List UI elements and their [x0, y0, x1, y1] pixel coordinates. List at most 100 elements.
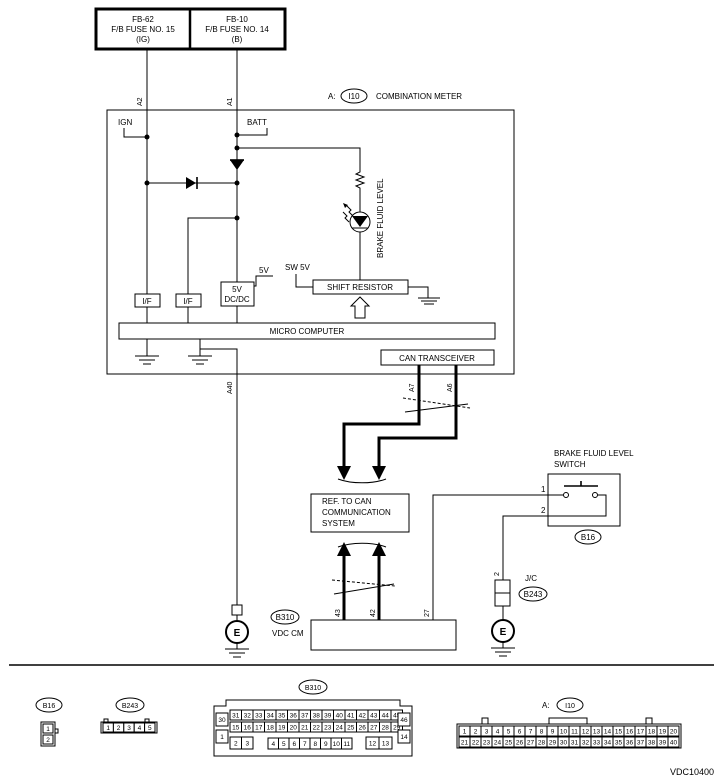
i10-pin-32: 32: [582, 739, 590, 746]
b310-pin-9: 9: [324, 741, 328, 748]
legend-i10-label: I10: [565, 703, 575, 710]
i10-pin-27: 27: [527, 739, 535, 746]
b310-pin-38: 38: [313, 712, 321, 719]
i10-pin-28: 28: [538, 739, 546, 746]
fuse-fb62-note: (IG): [136, 35, 150, 44]
pin-1-label: 1: [541, 485, 546, 494]
legend-i10-ellipse: [556, 697, 584, 713]
interface-label-2: I/F: [183, 297, 192, 306]
i10-pin-38: 38: [648, 739, 656, 746]
i10-pin-21: 21: [461, 739, 469, 746]
pin-43-label: 43: [335, 609, 342, 617]
b310-pin-1-cell: [215, 729, 229, 744]
i10-pin-40: 40: [670, 739, 678, 746]
legend-b16-label: B16: [43, 703, 56, 710]
connector-i10-ellipse: [340, 88, 368, 104]
i10-pin-26: 26: [516, 739, 524, 746]
b310-pin-11-cell: [341, 737, 353, 750]
ref-can-label-3: SYSTEM: [322, 519, 355, 528]
b310-pin-46-cell: [397, 712, 411, 727]
i10-pin-37: 37: [637, 739, 645, 746]
b310-pin-11: 11: [343, 741, 350, 748]
b310-pin-13: 13: [382, 740, 390, 747]
i10-pin-4: 4: [496, 728, 500, 735]
vdc-cm-label: VDC CM: [272, 629, 304, 638]
meter-prefix: A:: [328, 92, 336, 101]
b310-pin-8: 8: [313, 741, 317, 748]
b310-pin-40: 40: [336, 712, 344, 719]
pin-a7-label: A7: [409, 383, 416, 392]
b243-pin-5: 5: [148, 725, 152, 732]
fuse-fb10-name: FB-10: [226, 15, 248, 24]
b310-pin-13-cell: [378, 736, 393, 750]
b310-pin-42: 42: [359, 712, 367, 719]
i10-pin-40-cell: [667, 736, 680, 748]
b310-pin-14-cell: [397, 729, 411, 744]
diode-ign-icon: [186, 177, 196, 189]
i10-pin-2: 2: [474, 728, 478, 735]
legend-b243-ellipse: [115, 697, 145, 713]
b310-pin-29-cell: [390, 721, 403, 733]
b310-pin-19: 19: [278, 724, 286, 731]
i10-pin-19: 19: [659, 728, 667, 735]
b310-pin-20: 20: [290, 724, 298, 731]
b310-pin-21: 21: [301, 724, 309, 731]
bfl-switch-label-2: SWITCH: [554, 460, 586, 469]
b310-pin-31: 31: [232, 712, 240, 719]
pin-2-label: 2: [541, 506, 546, 515]
b310-pin-36: 36: [290, 712, 298, 719]
i10-pin-5: 5: [507, 728, 511, 735]
b310-pin-4: 4: [271, 741, 275, 748]
v5-label: 5V: [259, 266, 269, 275]
micro-computer-label: MICRO COMPUTER: [270, 327, 345, 336]
b310-pin-43: 43: [370, 712, 378, 719]
b310-pin-41: 41: [347, 712, 355, 719]
sw5v-label: SW 5V: [285, 263, 311, 272]
fuse-fb10-desc: F/B FUSE NO. 14: [205, 25, 269, 34]
b310-pin-34: 34: [267, 712, 275, 719]
b310-pin-33: 33: [255, 712, 263, 719]
i10-pin-34: 34: [604, 739, 612, 746]
ref-can-label-1: REF. TO CAN: [322, 497, 372, 506]
ground-e-label-1: E: [234, 628, 241, 639]
b310-pin-28: 28: [382, 724, 390, 731]
vdc-cm-box: [310, 619, 457, 651]
b310-pin-29: 29: [393, 724, 401, 731]
b310-pin-17: 17: [255, 724, 263, 731]
b310-pin-6: 6: [292, 741, 296, 748]
meter-title: COMBINATION METER: [376, 92, 462, 101]
legend-b16-ellipse: [35, 697, 63, 713]
ign-label: IGN: [118, 118, 132, 127]
pin-a2-label: A2: [137, 97, 144, 106]
b310-pin-7: 7: [303, 741, 307, 748]
i10-pin-33: 33: [593, 739, 601, 746]
b243-pin-4: 4: [138, 725, 142, 732]
i10-pin-25: 25: [505, 739, 513, 746]
connector-b310-ellipse: [270, 609, 300, 625]
b310-pin-46: 46: [400, 717, 408, 724]
combination-meter-box: [106, 109, 515, 375]
i10-pin-14: 14: [604, 728, 612, 735]
i10-pin-12: 12: [582, 728, 590, 735]
b310-pin-30: 30: [218, 717, 226, 724]
fuse-fb10-note: (B): [232, 35, 243, 44]
b310-pin-10: 10: [333, 741, 341, 748]
i10-pin-20: 20: [670, 728, 678, 735]
i10-pin-1: 1: [463, 728, 467, 735]
pin-27-label: 27: [424, 609, 431, 617]
b310-pin-16: 16: [244, 724, 252, 731]
jc-label: J/C: [525, 574, 537, 583]
b310-pin-3: 3: [245, 740, 249, 747]
b310-pin-22: 22: [313, 724, 321, 731]
i10-pin-9: 9: [551, 728, 555, 735]
can-transceiver-box: [380, 349, 495, 366]
legend-b310-label: B310: [305, 685, 321, 692]
connector-b243-ellipse: [518, 586, 548, 602]
i10-pin-16: 16: [626, 728, 634, 735]
i10-pin-10: 10: [560, 728, 568, 735]
shift-resistor-label: SHIFT RESISTOR: [327, 283, 393, 292]
i10-pin-3: 3: [485, 728, 489, 735]
